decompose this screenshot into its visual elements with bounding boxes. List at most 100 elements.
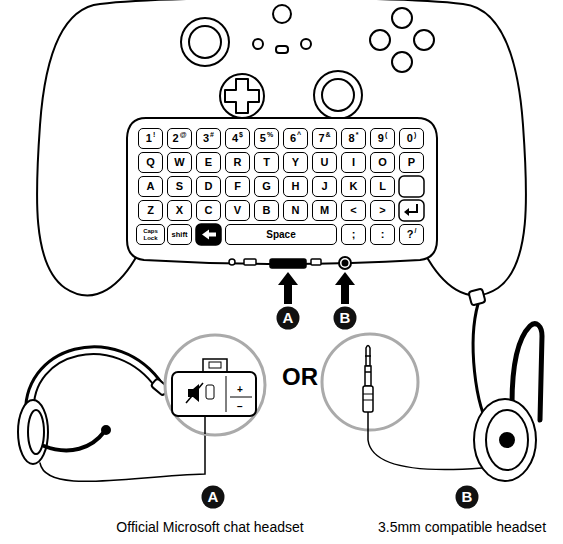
key-alt-legend: $: [239, 131, 243, 138]
key-cap: H: [283, 176, 308, 197]
key-alt-legend: /: [414, 227, 416, 234]
key-cap: D: [196, 176, 221, 197]
key-cap: M: [312, 200, 337, 221]
callout-letter: B: [333, 306, 357, 330]
blank-key: [399, 176, 424, 197]
port-led: [229, 259, 235, 265]
key-alt-legend: #: [210, 131, 214, 138]
key-legend: F: [234, 181, 241, 192]
mute-slash: [186, 383, 203, 403]
key-legend: C: [205, 205, 213, 216]
key-cap: I: [341, 152, 366, 173]
adapter-cable: [204, 416, 206, 434]
key-cap: 2@: [167, 128, 192, 149]
key-cap: W: [167, 152, 192, 173]
adapter-body: [172, 372, 256, 416]
key-cap: <: [341, 200, 366, 221]
key-legend: ?: [407, 229, 414, 240]
key-cap: Caps Lock: [136, 224, 165, 245]
dpad-ring: [220, 74, 264, 118]
key-cap: Z: [138, 200, 163, 221]
enter-arrow-head: [404, 208, 409, 216]
key-legend: S: [176, 181, 183, 192]
plug-body: [363, 386, 373, 412]
right-stick: [314, 71, 362, 119]
key-cap: C: [196, 200, 221, 221]
stereo-headset: [468, 288, 542, 481]
audio-jack-hole: [343, 261, 348, 266]
headset-cable: [40, 433, 205, 481]
adapter-zoom: [165, 335, 265, 435]
key-legend: Space: [266, 230, 295, 240]
key-alt-legend: %: [267, 131, 273, 138]
key-cap: N: [283, 200, 308, 221]
chatpad: [127, 118, 437, 269]
earcup-inner: [486, 410, 528, 470]
key-cap: :: [370, 224, 395, 245]
adapter-clip-slot: [209, 362, 221, 368]
key-alt-legend: ^: [297, 131, 301, 138]
plug-zoom: [322, 334, 482, 470]
callout-disc-shape: [456, 486, 479, 509]
plug-grip: [363, 400, 373, 401]
key-legend: I: [352, 157, 355, 168]
key-legend: M: [320, 205, 329, 216]
port-slot: [311, 259, 321, 265]
key-cap: >: [370, 200, 395, 221]
earcup: [18, 400, 48, 464]
key-legend: :: [381, 229, 385, 240]
plug-shaft: [365, 366, 371, 386]
volume-divider: [230, 397, 252, 398]
face-button: [392, 52, 412, 72]
callout-disc-shape: [277, 307, 300, 330]
enter-key: [399, 200, 424, 221]
callout-letter-text: B: [455, 485, 479, 509]
zoom-circle: [322, 334, 418, 430]
caption-label: 3.5mm compatible headset: [378, 520, 546, 535]
key-cap: K: [341, 176, 366, 197]
label-holder: +: [237, 379, 243, 397]
face-button: [414, 30, 434, 50]
key-cap: B: [254, 200, 279, 221]
key-legend: R: [234, 157, 242, 168]
chatpad-body: [127, 118, 437, 264]
key-cap: A: [138, 176, 163, 197]
volume-sign: +: [237, 384, 243, 395]
plug-grip: [363, 394, 373, 395]
key-cap: G: [254, 176, 279, 197]
key-legend: A: [147, 181, 155, 192]
right-stick-top: [322, 79, 354, 111]
key-legend: J: [321, 181, 327, 192]
port-slot: [244, 259, 256, 265]
key-cap: V: [225, 200, 250, 221]
key-legend: Q: [146, 157, 155, 168]
key-cap: U: [312, 152, 337, 173]
key-legend: E: [205, 157, 212, 168]
audio-jack: [339, 257, 351, 269]
key-legend: 5: [260, 133, 266, 144]
face-button: [392, 8, 412, 28]
view-button: [253, 39, 263, 49]
key-cap: X: [167, 200, 192, 221]
key-cap: O: [370, 152, 395, 173]
key-legend: D: [205, 181, 213, 192]
key-cap: shift: [167, 224, 192, 245]
key-legend: 8: [349, 133, 355, 144]
mic-boom: [44, 432, 104, 450]
key-legend: U: [321, 157, 329, 168]
face-button: [370, 30, 390, 50]
callout-disc-shape: [334, 307, 357, 330]
key-legend: 2: [173, 133, 179, 144]
expansion-port: [270, 259, 306, 268]
key-cap: S: [167, 176, 192, 197]
key-cap: F: [225, 176, 250, 197]
or-label: OR: [282, 364, 318, 390]
key-cap: 4$: [225, 128, 250, 149]
guide-button: [273, 5, 291, 23]
key-cap: E: [196, 152, 221, 173]
mic-foam: [468, 288, 485, 305]
callout-letter: B: [455, 485, 479, 509]
